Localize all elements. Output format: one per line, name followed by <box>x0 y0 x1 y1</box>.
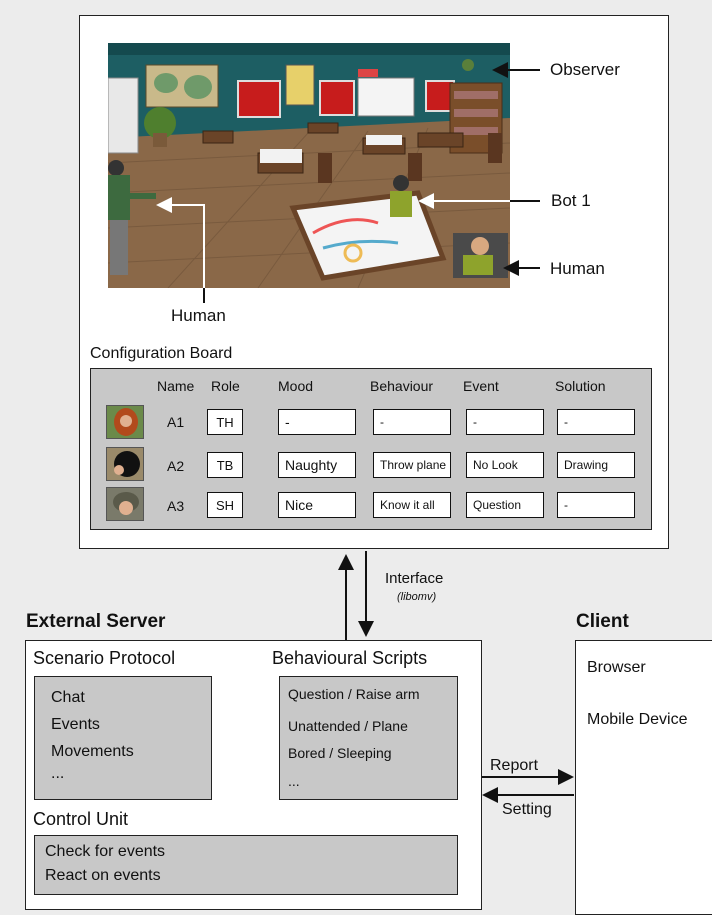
avatar-a1 <box>106 405 144 439</box>
control-unit-title: Control Unit <box>33 809 129 829</box>
observer-label: Observer <box>550 60 620 79</box>
behavioural-scripts-title: Behavioural Scripts <box>272 648 428 668</box>
external-server-title: External Server <box>26 611 166 632</box>
behavioural-scripts-box <box>279 676 458 800</box>
scenario-protocol-box <box>34 676 212 800</box>
interface-label: Interface <box>385 570 444 587</box>
header-role: Role <box>211 378 240 394</box>
classroom-scene-image <box>108 43 510 288</box>
control-unit-box <box>34 835 458 895</box>
human-right-label: Human <box>550 259 605 278</box>
row-a1-role[interactable]: TH <box>207 409 243 435</box>
control-item-check: Check for events <box>45 843 166 860</box>
header-name: Name <box>157 378 195 394</box>
script-item-question: Question / Raise arm <box>288 686 420 702</box>
human-bottom-label: Human <box>171 306 226 325</box>
row-a3-mood[interactable]: Nice <box>278 492 356 518</box>
row-a1-mood[interactable]: - <box>278 409 356 435</box>
bot1-label: Bot 1 <box>551 191 591 210</box>
config-board-title: Configuration Board <box>90 345 233 362</box>
header-event: Event <box>463 378 499 394</box>
scenario-item-movements: Movements <box>51 743 134 760</box>
header-solution: Solution <box>555 378 606 394</box>
script-item-unattended: Unattended / Plane <box>288 718 408 734</box>
avatar-a2 <box>106 447 144 481</box>
script-item-bored: Bored / Sleeping <box>288 745 392 761</box>
row-a2-name: A2 <box>167 458 185 474</box>
client-item-mobile: Mobile Device <box>587 711 688 728</box>
scenario-item-more: ... <box>51 765 65 782</box>
client-box <box>575 640 712 915</box>
row-a1-event[interactable]: - <box>466 409 544 435</box>
row-a2-event[interactable]: No Look <box>466 452 544 478</box>
scenario-protocol-title: Scenario Protocol <box>33 648 176 668</box>
row-a2-solution[interactable]: Drawing <box>557 452 635 478</box>
row-a3-solution[interactable]: - <box>557 492 635 518</box>
report-label: Report <box>490 757 539 774</box>
row-a2-mood[interactable]: Naughty <box>278 452 356 478</box>
row-a3-event[interactable]: Question <box>466 492 544 518</box>
row-a2-behaviour[interactable]: Throw plane <box>373 452 451 478</box>
client-item-browser: Browser <box>587 659 646 676</box>
row-a3-behaviour[interactable]: Know it all <box>373 492 451 518</box>
scenario-item-events: Events <box>51 716 100 733</box>
header-behaviour: Behaviour <box>370 378 434 394</box>
header-mood: Mood <box>278 378 314 394</box>
client-title: Client <box>576 611 629 632</box>
setting-label: Setting <box>502 801 552 818</box>
control-item-react: React on events <box>45 867 161 884</box>
avatar-a3 <box>106 487 144 521</box>
scenario-item-chat: Chat <box>51 689 85 706</box>
row-a2-role[interactable]: TB <box>207 452 243 478</box>
script-item-more: ... <box>288 773 300 789</box>
row-a1-behaviour[interactable]: - <box>373 409 451 435</box>
interface-sublabel: (libomv) <box>397 591 437 603</box>
row-a3-role[interactable]: SH <box>207 492 243 518</box>
human-bottom-arrow <box>156 197 205 300</box>
row-a1-solution[interactable]: - <box>557 409 635 435</box>
row-a3-name: A3 <box>167 498 185 514</box>
row-a1-name: A1 <box>167 414 185 430</box>
